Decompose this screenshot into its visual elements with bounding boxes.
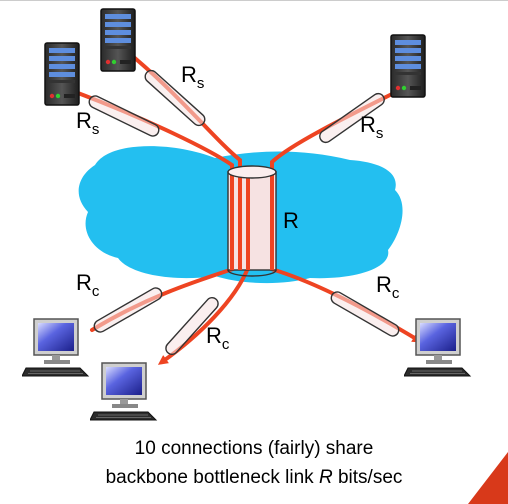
client-link-label: Rc [76,270,100,300]
server-tower-icon [100,8,136,72]
pipe-client-right [330,291,400,337]
caption-line-2: backbone bottleneck link R bits/sec [106,467,403,488]
desktop-computer-icon [90,362,157,421]
server-link-label: Rs [181,62,204,92]
bottleneck-link [227,165,277,277]
server-link-label: Rs [76,108,99,138]
desktop-computer-icon [22,318,89,377]
pipe-server-right [319,92,385,144]
server-tower-icon [390,34,426,98]
pipe-server-left [88,95,160,137]
pipe-client-left [93,287,163,333]
bottleneck-label: R [283,208,299,233]
link-pipes [88,69,400,355]
server-tower-icon [44,42,80,106]
client-link-label: Rc [206,323,230,353]
pipe-server-top [144,69,206,127]
server-link-label: Rs [360,112,383,142]
desktop-computer-icon [404,318,471,377]
corner-accent [468,452,508,504]
caption-line-1: 10 connections (fairly) share [135,438,374,459]
pipe-client-mid [165,297,219,355]
client-link-label: Rc [376,272,400,302]
